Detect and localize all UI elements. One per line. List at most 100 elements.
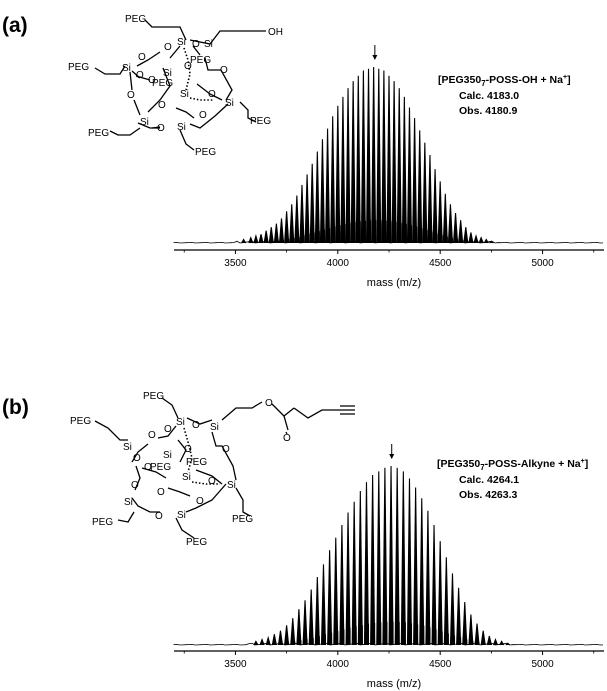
panel-b-peg-7: PEG — [186, 537, 207, 548]
chart-a-peak — [452, 213, 459, 244]
chart-b-peak — [271, 634, 277, 646]
chart-a-tick-label: 4000 — [327, 258, 350, 269]
panel-a-bonds — [94, 19, 266, 151]
chart-a-peak — [447, 204, 453, 244]
chart-b-tick-label: 3500 — [224, 659, 247, 670]
chart-a-peak — [376, 68, 382, 244]
chart-a-peak — [427, 154, 433, 244]
panel-b-calc: Calc. 4264.1 — [459, 474, 519, 486]
chart-b-peak — [253, 640, 259, 646]
chart-a-tick-label: 5000 — [531, 258, 554, 269]
panel-a-annotation: [PEG3507-POSS-OH + Na+] Calc. 4183.0 Obs… — [438, 74, 571, 117]
panel-b-o-2: O — [192, 420, 200, 431]
chart-a-peak — [381, 70, 387, 244]
chart-a-peak — [304, 174, 310, 244]
panel-b-dashed-bonds — [183, 427, 220, 485]
panel-a-dashed-bonds — [183, 47, 214, 101]
chart-a-peak — [319, 139, 326, 244]
chart-a-peak — [248, 236, 254, 244]
chart-a-peak — [365, 68, 372, 244]
panel-b-o-1: O — [164, 424, 172, 435]
chart-a-tick-label: 4500 — [429, 258, 452, 269]
panel-b-o-12: O — [222, 444, 230, 455]
chart-b-peak — [486, 635, 492, 646]
panel-b-label: (b) — [2, 396, 29, 419]
chart-b-peak — [449, 573, 456, 646]
chart-b-peak — [406, 478, 413, 646]
chart-b-peak — [505, 642, 511, 646]
chart-a-peak — [437, 181, 443, 244]
chart-b-peak — [327, 550, 333, 646]
chart-a-peak — [412, 118, 418, 244]
panel-b-annotation-title: [PEG3507-POSS-Alkyne + Na+] — [437, 458, 588, 472]
chart-b-peak — [339, 525, 345, 646]
chart-a-peak — [371, 66, 377, 244]
chart-a-peak — [478, 236, 484, 244]
chart-b-peak — [400, 471, 406, 646]
panel-b-peg-6: PEG — [232, 514, 253, 525]
chart-b-peak — [277, 630, 284, 646]
panel-b-si-7: Si — [124, 497, 133, 508]
panel-b-bonds — [94, 397, 355, 539]
chart-a-peak — [458, 220, 464, 244]
chart-b-peak — [345, 512, 351, 646]
panel-a-o-2: O — [192, 39, 200, 50]
panel-b-si-8: Si — [177, 510, 186, 521]
panel-b-peg-4: PEG — [186, 457, 207, 468]
panel-a-peg-7: PEG — [195, 147, 216, 158]
chart-b-peak — [474, 623, 480, 646]
chart-a-peak — [325, 128, 331, 244]
chart-a-peak — [391, 81, 397, 244]
chart-b-peak — [431, 525, 437, 646]
panel-b-si-4: Si — [163, 450, 172, 461]
panel-b-o-10: O — [196, 496, 204, 507]
chart-b-peak — [499, 640, 505, 646]
panel-b-molecule: Si Si Si Si Si Si Si Si O O O O O O O O … — [70, 391, 355, 548]
panel-b-o-14: O — [283, 433, 291, 444]
panel-a: (a) — [2, 14, 604, 289]
chart-b-peak — [333, 537, 339, 646]
chart-b-peak — [480, 630, 486, 646]
chart-a-peak — [258, 234, 264, 244]
chart-a-peak-arrowhead — [372, 55, 378, 60]
chart-b-peak — [290, 618, 296, 646]
chart-b-peak — [302, 600, 308, 646]
panel-b-peg-1: PEG — [143, 391, 164, 402]
chart-a-peak — [468, 232, 474, 244]
chart-a-peak — [417, 130, 423, 244]
chart-a-peak — [386, 75, 392, 244]
panel-b-o-13: O — [265, 398, 273, 409]
panel-b-peg-2: PEG — [70, 416, 91, 427]
panel-a-label: (a) — [2, 14, 28, 37]
chart-b-peak — [437, 541, 443, 646]
chart-b-baseline — [173, 642, 604, 646]
panel-b-peg-5: PEG — [92, 517, 113, 528]
panel-a-si-7: Si — [140, 117, 149, 128]
panel-a-o-4: O — [184, 61, 192, 72]
panel-a-annotation-title: [PEG3507-POSS-OH + Na+] — [438, 74, 571, 88]
panel-a-si-3: Si — [122, 63, 131, 74]
panel-b-si-1: Si — [176, 417, 185, 428]
chart-a-peak — [335, 105, 341, 244]
chart-b-tick-label: 4500 — [429, 659, 452, 670]
panel-b-o-5: O — [133, 453, 141, 464]
chart-b-peak — [468, 614, 474, 646]
chart-b-peak — [351, 501, 357, 646]
panel-a-o-6: O — [148, 75, 156, 86]
chart-a-peak — [314, 151, 320, 244]
chart-a-tick-label: 3500 — [224, 258, 247, 269]
panel-b-o-9: O — [157, 487, 165, 498]
panel-a-si-1: Si — [177, 37, 186, 48]
chart-b-peak — [259, 638, 265, 646]
panel-a-o-10: O — [199, 110, 207, 121]
panel-b-o-8: O — [131, 480, 139, 491]
chart-b-peak — [308, 589, 314, 646]
chart-a-peak — [294, 195, 300, 244]
chart-a-peak — [268, 227, 274, 244]
chart-a-peak — [350, 81, 356, 244]
chart-b-peak — [296, 609, 302, 646]
panel-b-annotation: [PEG3507-POSS-Alkyne + Na+] Calc. 4264.1… — [437, 458, 588, 501]
